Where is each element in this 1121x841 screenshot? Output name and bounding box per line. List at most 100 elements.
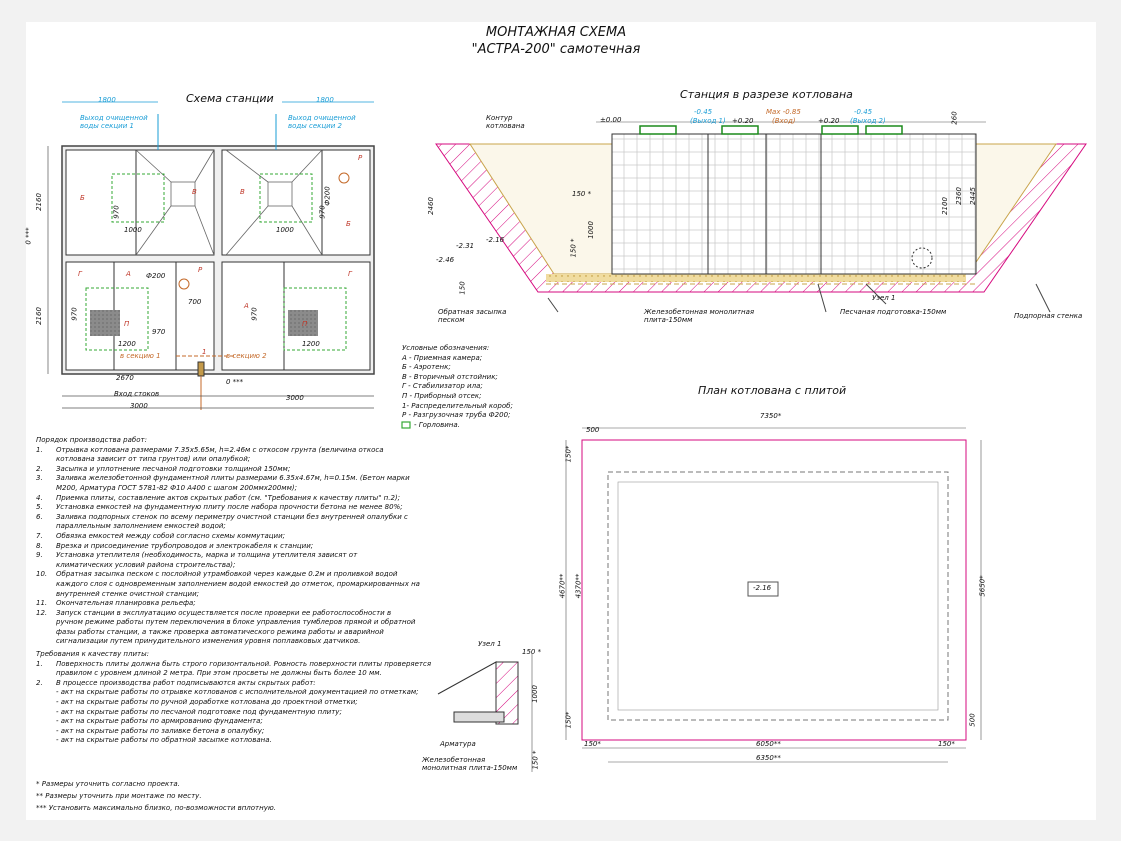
procedure-item-number: 8. [36, 541, 43, 550]
footnote: *** Установить максимально близко, по-во… [36, 804, 276, 812]
quality-line: - акт на скрытые работы по обратной засы… [36, 736, 431, 746]
dim-left-zero: 0 *** [24, 227, 33, 245]
legend-item: Б - Аэротенк; [402, 363, 451, 372]
legend-item: - Горловина. [414, 420, 460, 429]
dim-1000b: 1000 [276, 226, 294, 234]
quality-item-text: - акт на скрытые работы по заливке бетон… [56, 726, 265, 735]
procedure-item-number: 9. [36, 551, 43, 560]
procedure-line: климатических условий района строительст… [36, 561, 431, 571]
procedure-item-text: Заливка подпорных стенок по всему периме… [56, 512, 408, 521]
procedure-line: котлована зависит от типа грунтов) или о… [36, 455, 431, 465]
procedure-item-text: Засыпка и уплотнение песчаной подготовки… [56, 464, 291, 473]
plan-dim-500: 500 [586, 426, 600, 434]
quality-line: правилом с уровнем длиной 2 метра. При э… [36, 669, 431, 679]
procedure-item-text: Установка емкостей на фундаментную плиту… [56, 503, 403, 512]
node1-rebar: Арматура [440, 740, 476, 748]
mark-216: -2.16 [486, 236, 505, 244]
procedure-item-text: Окончательная планировка рельефа; [56, 599, 196, 608]
dim-2670: 2670 [116, 374, 134, 382]
legend-item: 1- Распределительный короб; [402, 401, 513, 410]
mark-max: Max -0.85 [766, 108, 801, 116]
procedure-line: 4. Приемка плиты, составление актов скрыт… [36, 494, 431, 504]
node1-dim-1000: 1000 [530, 685, 539, 703]
mark-045a: -0.45 [694, 108, 713, 116]
label-distribution-box: 1 [202, 348, 207, 356]
footnotes: * Размеры уточнить согласно проекта. ** … [36, 778, 276, 814]
procedure-item-text: Отрывка котлована размерами 7.35х5.65м, … [56, 445, 384, 454]
dim-150b: 150 * [569, 238, 578, 258]
procedure-item-text: Обратная засыпка песком с послойной утра… [56, 570, 398, 579]
dim-2100: 2100 [940, 197, 949, 215]
legend-item: А - Приемная камера; [402, 353, 483, 362]
plan-center-mark: -2.16 [753, 584, 772, 592]
dim-970a: 970 [112, 205, 121, 219]
legend-item: Г - Стабилизатор ила; [402, 382, 483, 391]
mark-231: -2.31 [456, 242, 475, 250]
procedure-item-text: М200, Арматура ГОСТ 5781-82 Ф10 А400 с ш… [56, 483, 297, 492]
legend-item: П - Приборный отсек; [402, 391, 482, 400]
procedure-line: фазы работы станции, а также проверка ав… [36, 628, 431, 638]
plan-dim-4670: 4670** [558, 573, 567, 599]
procedure-line: ручном режиме работы путем переключения … [36, 618, 431, 628]
dim-150a: 150 * [572, 190, 592, 198]
dim-top-left: 1800 [98, 96, 116, 104]
dim-260: 260 [950, 111, 959, 125]
hatch-legend-icon [401, 421, 411, 429]
procedure-line: 2. Засыпка и уплотнение песчаной подготов… [36, 465, 431, 475]
dim-2445: 2445 [968, 187, 977, 205]
drawing-canvas [47, 101, 1087, 772]
scheme-title: Схема станции [186, 92, 274, 105]
quality-item-number: 2. [36, 678, 43, 687]
node1-dim-150top: 150 * [522, 648, 542, 656]
dim-2460: 2460 [426, 197, 435, 215]
quality-item-text: Поверхность плиты должна быть строго гор… [56, 659, 432, 668]
quality-item-text: - акт на скрытые работы по песчаной подг… [56, 707, 342, 716]
mark-exit2: (Выход 2) [850, 117, 886, 125]
procedure-line: параллельным заполнением емкостей водой; [36, 522, 431, 532]
plan-dim-6050: 6050** [756, 740, 781, 748]
to-section-2: в секцию 2 [226, 352, 267, 360]
label-b-left: Б [80, 194, 85, 202]
quality-line: - акт на скрытые работы по отрывке котло… [36, 688, 431, 698]
quality-item-text: В процессе производства работ подписываю… [56, 678, 316, 687]
legend-title: Условные обозначения: [402, 344, 490, 352]
quality-line: - акт на скрытые работы по заливке бетон… [36, 727, 431, 737]
procedure-notes: Порядок производства работ: 1.Отрывка ко… [36, 436, 431, 746]
mark-045b: -0.45 [854, 108, 873, 116]
dim-1200b: 1200 [302, 340, 320, 348]
procedure-line: сигнализации путем принудительного измен… [36, 637, 431, 647]
node1-dim-150bot: 150 * [531, 750, 540, 770]
dim-150c: 150 [458, 281, 467, 295]
label-a-right: А [244, 302, 249, 310]
inlet-label: Вход стоков [114, 390, 160, 398]
quality-item-text: - акт на скрытые работы по отрывке котло… [56, 688, 419, 697]
node-1-detail [437, 654, 533, 772]
procedure-item-text: Приемка плиты, составление актов скрытых… [56, 493, 400, 502]
procedure-line: 12.Запуск станции в эксплуатацию осущест… [36, 609, 431, 619]
legend-item: Р - Разгрузочная труба Ф200; [402, 411, 511, 420]
procedure-item-number: 4. [36, 493, 43, 502]
procedure-item-number: 5. [36, 503, 43, 512]
quality-item-text: правилом с уровнем длиной 2 метра. При э… [56, 669, 382, 678]
plan-dim-5650: 5650* [978, 575, 987, 597]
procedure-item-number: 10. [36, 570, 48, 579]
mark-020b: +0.20 [818, 117, 840, 125]
dim-left-bottom: 2160 [34, 307, 43, 325]
dim-top-right: 1800 [316, 96, 334, 104]
quality-item-text: - акт на скрытые работы по обратной засы… [56, 736, 272, 745]
procedure-line: 7.Обвязка емкостей между собой согласно … [36, 532, 431, 542]
pipe-label-b: Ф200 [146, 272, 166, 280]
label-v-right: В [240, 188, 245, 196]
dim-3000b: 3000 [286, 394, 304, 402]
mark-exit1: (Выход 1) [690, 117, 726, 125]
plan-dim-4370: 4370** [574, 573, 583, 599]
procedure-item-number: 6. [36, 512, 43, 521]
procedure-item-text: Установка утеплителя (необходимость, мар… [56, 551, 358, 560]
procedure-line: 5. Установка емкостей на фундаментную пли… [36, 503, 431, 513]
procedure-item-number: 2. [36, 464, 43, 473]
mark-inlet: (Вход) [772, 117, 796, 125]
dim-970b: 970 [318, 205, 327, 219]
node1-title: Узел 1 [478, 640, 502, 648]
plan-dim-r500: 500 [968, 713, 977, 727]
drawing-sheet: МОНТАЖНАЯ СХЕМА "АСТРА-200" самотечная С… [24, 22, 1096, 820]
